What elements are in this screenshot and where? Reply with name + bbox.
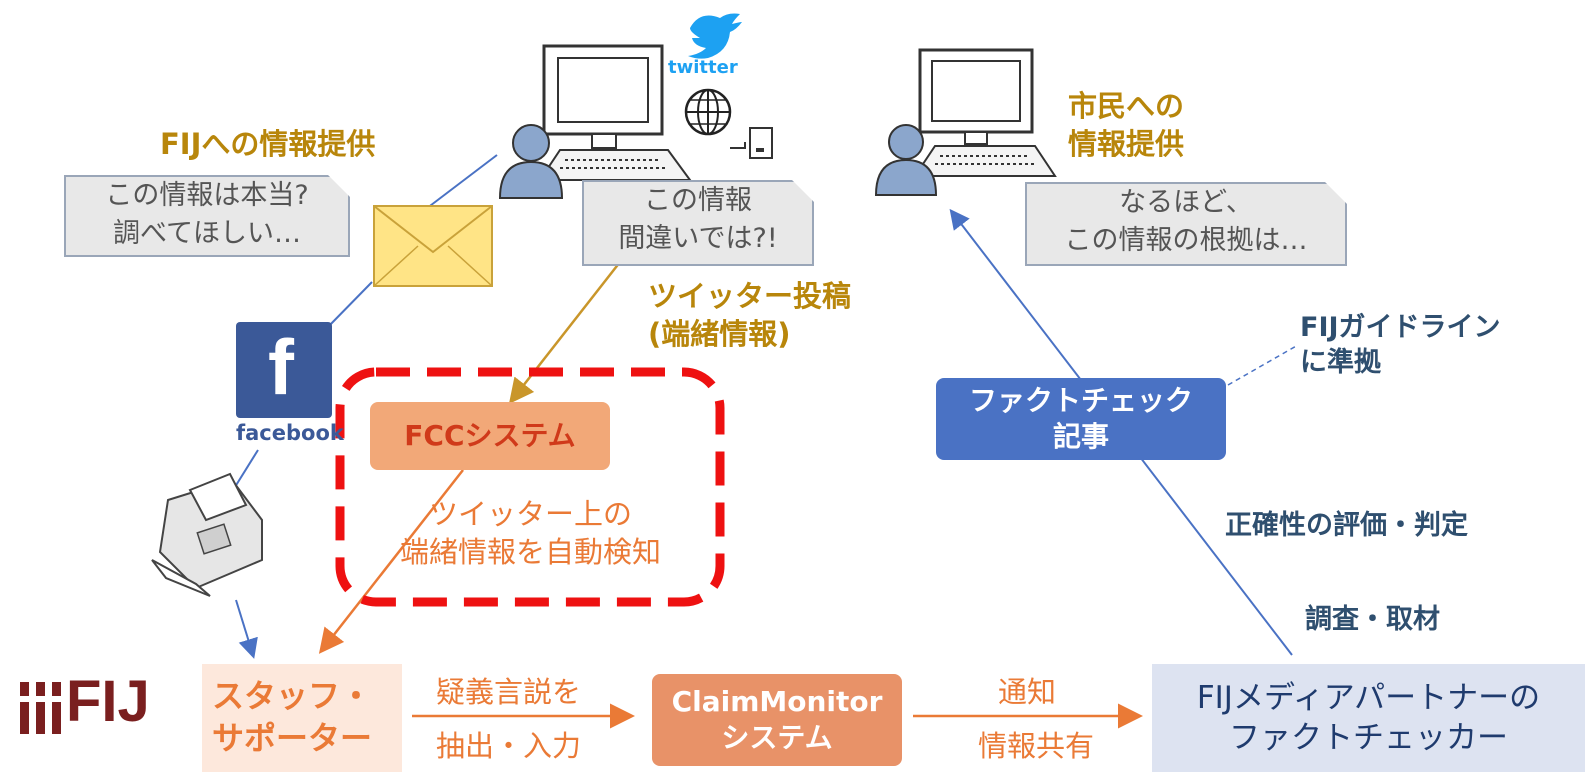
factcheck-article-box: ファクトチェック 記事	[936, 378, 1226, 460]
fcc-highlight-frame	[335, 367, 725, 607]
label-twitter-post-line1: ツイッター投稿	[648, 279, 852, 313]
server-icon	[730, 127, 773, 159]
label-guideline-line1: FIJガイドライン	[1300, 312, 1501, 343]
computer-icon	[538, 44, 692, 181]
staff-supporter-box: スタッフ・ サポーター	[202, 664, 402, 772]
globe-icon	[684, 88, 732, 136]
bubble-inquiry: この情報は本当? 調べてほしい…	[64, 175, 350, 257]
label-auto-detect: ツイッター上の 端緒情報を自動検知	[400, 496, 661, 571]
label-accuracy: 正確性の評価・判定	[1225, 510, 1468, 541]
bubble-doubt-line2: 間違いでは?!	[618, 222, 778, 254]
label-twitter-post: ツイッター投稿 (端緒情報)	[648, 278, 851, 353]
facebook-logo-tile	[236, 322, 332, 418]
bubble-understood-line1: なるほど、	[1119, 187, 1253, 218]
factcheck-article-line1: ファクトチェック	[968, 383, 1193, 417]
media-partner-box: FIJメディアパートナーの ファクトチェッカー	[1152, 664, 1585, 772]
bubble-understood-line2: この情報の根拠は…	[1064, 224, 1308, 256]
fcc-system-box: FCCシステム	[370, 402, 610, 470]
label-research: 調査・取材	[1305, 604, 1440, 635]
fcc-system-label: FCCシステム	[404, 418, 576, 452]
twitter-logo-text: twitter	[668, 57, 738, 78]
label-twitter-post-line2: (端緒情報)	[648, 316, 791, 351]
fij-logo-mark	[20, 682, 61, 734]
fij-logo-text: FIJ	[66, 669, 150, 734]
facebook-f-letter: f	[268, 323, 294, 411]
computer-icon-right	[913, 48, 1057, 177]
claimmonitor-box: ClaimMonitor システム	[652, 674, 902, 766]
bubble-doubt-line1: この情報	[644, 185, 752, 216]
claimmonitor-line2: システム	[721, 721, 833, 754]
label-notify-top: 通知	[998, 675, 1057, 709]
bubble-understood: なるほど、 この情報の根拠は…	[1025, 182, 1347, 266]
label-auto-detect-line2: 端緒情報を自動検知	[400, 534, 662, 569]
label-guideline: FIJガイドライン に準拠	[1300, 310, 1501, 380]
factcheck-article-line2: 記事	[1052, 420, 1109, 453]
fax-icon	[151, 472, 263, 597]
label-extract-bottom: 抽出・入力	[436, 729, 582, 763]
claimmonitor-line1: ClaimMonitor	[671, 684, 883, 718]
bubble-inquiry-line1: この情報は本当?	[105, 180, 309, 211]
bubble-doubt: この情報 間違いでは?!	[582, 180, 814, 266]
staff-supporter-line1: スタッフ・	[212, 677, 373, 716]
twitter-bird-icon	[688, 13, 742, 59]
media-partner-line1: FIJメディアパートナーの	[1196, 679, 1541, 716]
label-citizen-info-line1: 市民への	[1068, 89, 1185, 123]
label-auto-detect-line1: ツイッター上の	[429, 497, 633, 531]
bubble-inquiry-line2: 調べてほしい…	[113, 217, 301, 249]
media-partner-line2: ファクトチェッカー	[1229, 720, 1508, 756]
label-extract-top: 疑義言説を	[436, 675, 582, 709]
staff-supporter-line2: サポーター	[212, 719, 373, 757]
label-fij-info: FIJへの情報提供	[160, 127, 376, 161]
label-notify-bottom: 情報共有	[978, 729, 1095, 763]
user-icon	[498, 124, 564, 199]
facebook-logo-text: facebook	[236, 421, 344, 445]
user-icon-right	[874, 124, 938, 196]
label-citizen-info: 市民への 情報提供	[1068, 88, 1184, 163]
label-guideline-line2: に準拠	[1300, 347, 1381, 379]
label-citizen-info-line2: 情報提供	[1068, 126, 1185, 161]
envelope-icon	[373, 205, 493, 287]
